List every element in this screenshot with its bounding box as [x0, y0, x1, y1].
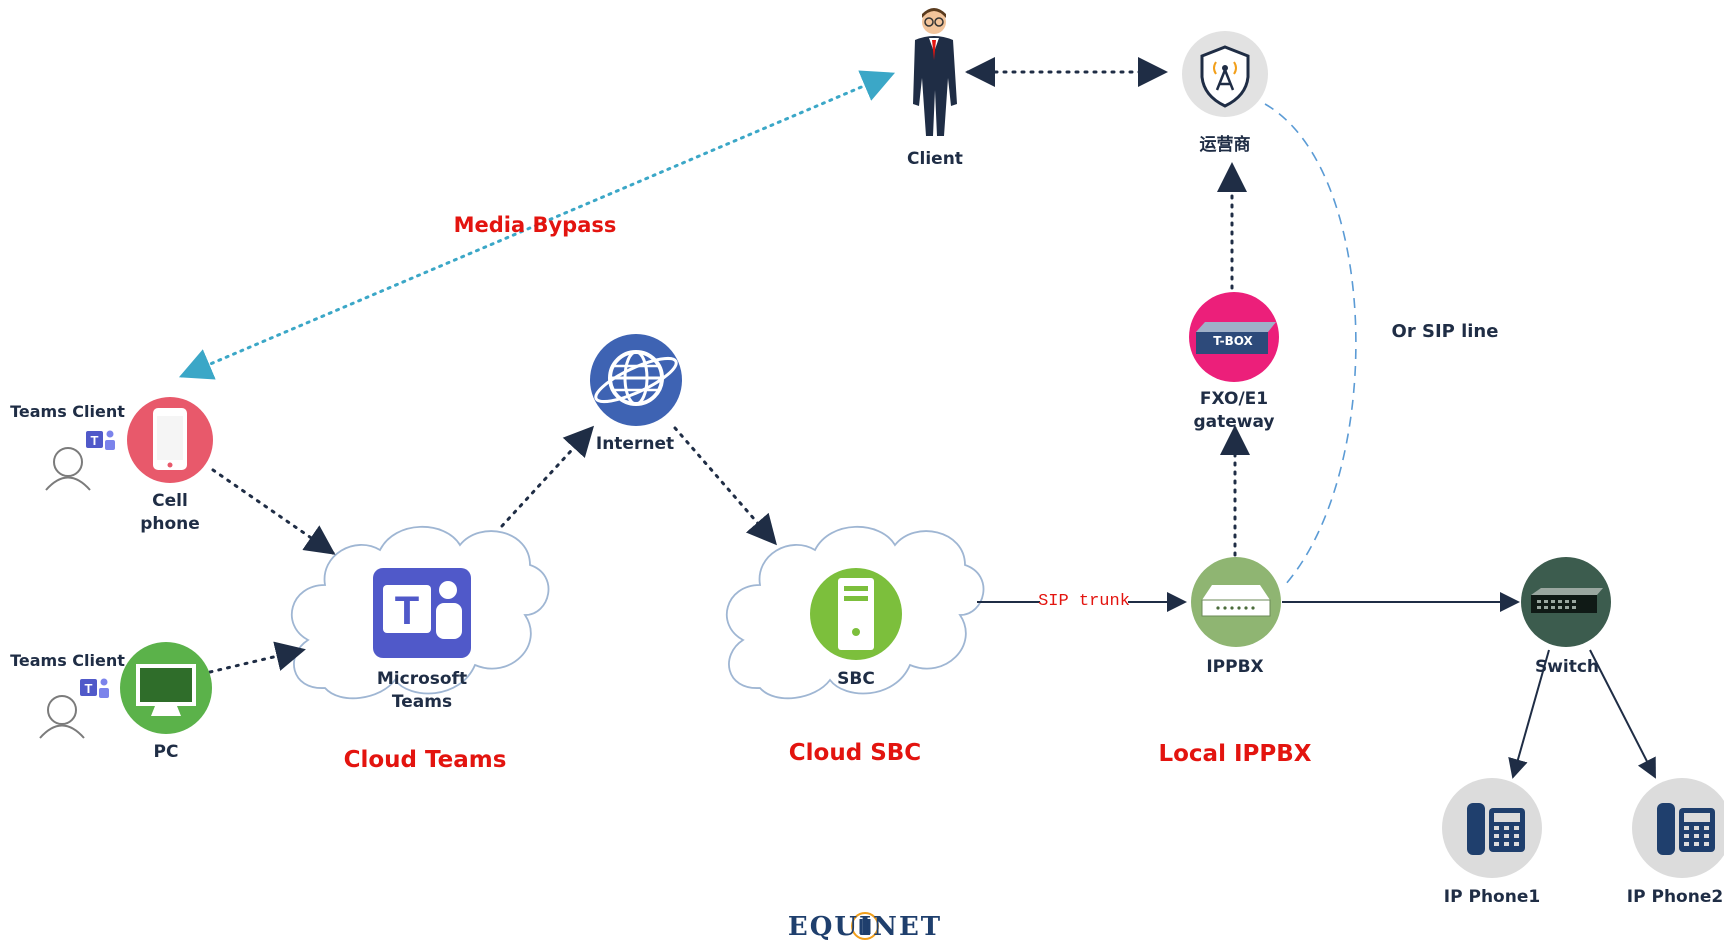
pc-monitor-icon [120, 642, 212, 734]
switch-phone1-link [1508, 649, 1550, 779]
ip-phone2-icon [1632, 778, 1724, 878]
teams-internet-link [500, 425, 595, 528]
teams-user-top-icon: T [45, 430, 115, 491]
pc-teams-link [208, 641, 306, 674]
cell-phone-label-line1: Cell [152, 491, 188, 511]
svg-text:T: T [91, 433, 99, 448]
pc-label: PC [153, 742, 179, 762]
svg-text:T: T [395, 589, 419, 633]
internet-sbc-link [673, 426, 777, 546]
sbc-server-icon [810, 568, 902, 660]
sip-trunk-label-bg [1040, 590, 1128, 614]
cell-phone-label-line2: phone [140, 514, 200, 534]
teams-client-bottom-label: Teams Client [10, 651, 125, 670]
media-bypass-label: Media Bypass [453, 213, 617, 237]
media-bypass-link [178, 70, 896, 380]
equinet-logo-mark [851, 912, 879, 940]
ms-teams-label-line1: Microsoft [376, 669, 468, 689]
phone-teams-link [211, 468, 336, 555]
sbc-label: SBC [837, 669, 875, 689]
microsoft-teams-icon: T [373, 568, 471, 658]
ip-phone2-label: IP Phone2 [1626, 887, 1724, 907]
ip-phone1-icon [1442, 778, 1542, 878]
or-sip-line-label: Or SIP line [1391, 321, 1499, 342]
internet-label: Internet [595, 434, 675, 454]
client-person-icon [913, 8, 957, 136]
internet-globe-icon [590, 334, 682, 426]
teams-client-top-label: Teams Client [10, 402, 125, 421]
fxo-label-line1: FXO/E1 [1199, 389, 1269, 409]
cloud-teams-label: Cloud Teams [343, 747, 507, 773]
tbox-label: T-BOX [1213, 334, 1253, 348]
ip-phone1-label: IP Phone1 [1443, 887, 1541, 907]
tbox-gateway-icon [1189, 292, 1279, 382]
switch-phone2-link [1589, 649, 1656, 779]
equinet-logo-text: EQUINET [787, 912, 943, 942]
teams-user-bottom-icon: T [39, 678, 109, 739]
client-label: Client [907, 149, 963, 169]
switch-label: Switch [1534, 657, 1600, 677]
ippbx-label: IPPBX [1206, 657, 1264, 677]
local-ippbx-label: Local IPPBX [1158, 741, 1312, 767]
network-switch-icon [1521, 557, 1611, 647]
carrier-shield-icon [1182, 31, 1268, 117]
cell-phone-icon [127, 397, 213, 483]
fxo-label-line2: gateway [1193, 412, 1275, 432]
or-sip-line-link [1264, 103, 1357, 586]
svg-text:T: T [85, 681, 93, 696]
cloud-sbc-label: Cloud SBC [788, 740, 922, 766]
ms-teams-label-line2: Teams [391, 692, 453, 712]
sip-trunk-label: SIP trunk [1038, 592, 1130, 611]
ippbx-device-icon [1191, 557, 1281, 647]
carrier-label: 运营商 [1199, 135, 1251, 155]
